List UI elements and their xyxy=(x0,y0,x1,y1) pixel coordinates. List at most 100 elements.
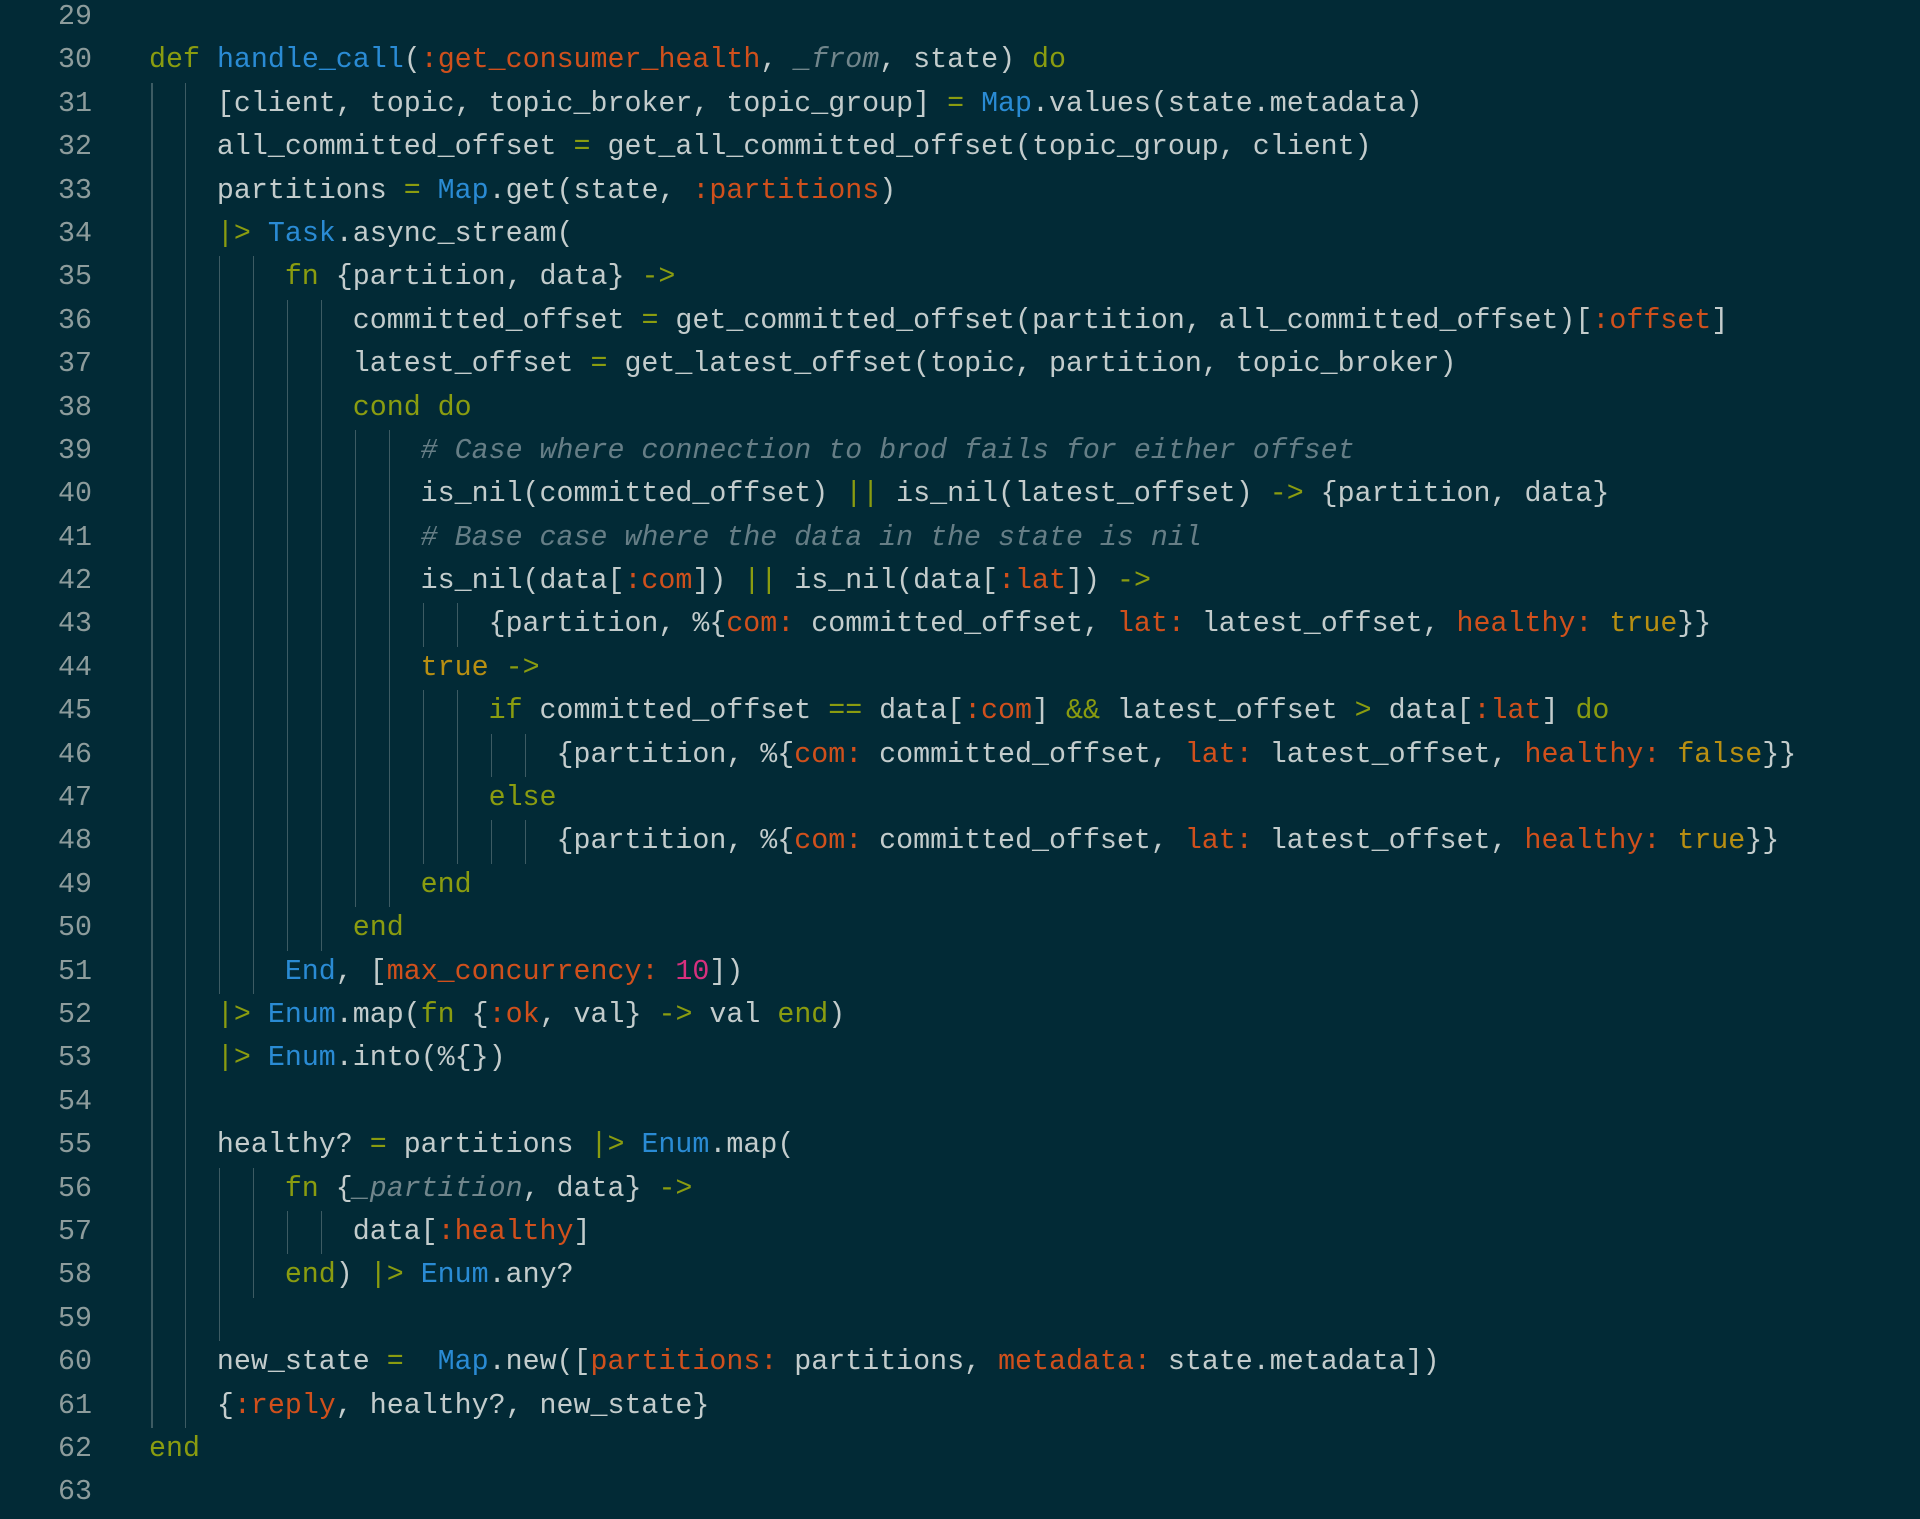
indent-guide xyxy=(354,820,357,864)
indent-guide xyxy=(184,950,187,994)
line-number: 48 xyxy=(58,825,92,858)
indent-guide xyxy=(184,1341,187,1385)
line-number: 56 xyxy=(58,1172,92,1205)
code-token: = xyxy=(403,174,421,207)
code-token: ]) xyxy=(709,955,744,988)
code-text: # Base case where the data in the state … xyxy=(421,517,1202,560)
indent-guide xyxy=(252,777,255,821)
code-line[interactable]: 34|> Task.async_stream( xyxy=(0,212,1920,257)
code-token: .async_stream( xyxy=(335,217,574,250)
code-text: all_committed_offset = get_all_committed… xyxy=(217,126,1372,169)
code-token: metadata: xyxy=(998,1346,1151,1379)
code-text: {:reply, healthy?, new_state} xyxy=(217,1385,709,1428)
indent-guide xyxy=(354,473,357,517)
indent-guide xyxy=(286,386,289,430)
code-token: committed_offset, xyxy=(862,825,1185,858)
code-token: , healthy?, new_state} xyxy=(335,1389,710,1422)
code-token xyxy=(658,956,675,988)
code-line[interactable]: 54 xyxy=(0,1080,1920,1125)
indent-guide xyxy=(184,733,187,778)
code-line[interactable]: 48{partition, %{com: committed_offset, l… xyxy=(0,820,1920,864)
indent-guide xyxy=(388,690,391,734)
indent-guide xyxy=(354,429,357,474)
indent-guide xyxy=(354,863,357,908)
code-token: healthy? xyxy=(216,1129,370,1162)
code-token xyxy=(1660,739,1677,771)
code-token: Enum xyxy=(420,1259,489,1292)
code-token: :offset xyxy=(1592,304,1712,337)
line-number: 52 xyxy=(58,998,92,1031)
code-token xyxy=(251,999,268,1031)
indent-guide xyxy=(252,516,255,561)
code-token: else xyxy=(488,782,557,815)
code-line[interactable]: 43{partition, %{com: committed_offset, l… xyxy=(0,603,1920,647)
code-token: data[ xyxy=(352,1215,438,1248)
indent-guide xyxy=(151,603,153,647)
code-token: latest_offset xyxy=(1099,695,1355,728)
code-line[interactable]: 52|> Enum.map(fn {:ok, val} -> val end) xyxy=(0,993,1920,1038)
line-number: 46 xyxy=(58,738,92,771)
code-line[interactable]: 46 {partition, %{com: committed_offset, l… xyxy=(0,733,1920,778)
code-line[interactable]: 61{:reply, healthy?, new_state} xyxy=(0,1384,1920,1428)
code-line[interactable]: 29 xyxy=(0,0,1920,39)
indent-guide xyxy=(218,777,221,821)
code-line[interactable]: 39# Case where connection to brod fails … xyxy=(0,429,1920,474)
indent-guide xyxy=(252,907,255,951)
indent-guide xyxy=(286,516,289,561)
code-token: if xyxy=(488,695,523,728)
code-line[interactable]: 41# Base case where the data in the stat… xyxy=(0,516,1920,561)
indent-guide xyxy=(218,646,221,691)
indent-guide xyxy=(320,690,323,734)
code-token: lat: xyxy=(1116,608,1185,641)
code-token: handle_call xyxy=(216,44,404,77)
indent-guide xyxy=(320,820,323,864)
code-token: :com xyxy=(964,695,1033,728)
indent-guide xyxy=(151,950,153,994)
code-text: {partition, %{com: committed_offset, lat… xyxy=(557,734,1797,777)
indent-guide xyxy=(151,473,153,517)
code-text: {partition, %{com: committed_offset, lat… xyxy=(489,603,1712,646)
code-token: false xyxy=(1677,738,1763,771)
indent-guide xyxy=(354,560,357,604)
code-token xyxy=(489,652,506,684)
code-token: { xyxy=(216,1389,234,1422)
indent-guide xyxy=(320,343,323,387)
indent-guide xyxy=(354,516,357,561)
code-line[interactable]: 31[client, topic, topic_broker, topic_gr… xyxy=(0,82,1920,127)
code-token: lat: xyxy=(1184,825,1253,858)
indent-guide xyxy=(422,690,425,734)
code-text: is_nil(data[:com]) || is_nil(data[:lat])… xyxy=(421,560,1151,603)
code-line[interactable]: 63 xyxy=(0,1471,1920,1514)
code-token: = xyxy=(369,1129,387,1162)
code-token: committed_offset xyxy=(352,304,642,337)
indent-guide xyxy=(151,169,153,213)
code-token: true xyxy=(1609,608,1678,641)
code-line[interactable]: 59 xyxy=(0,1297,1920,1342)
indent-guide xyxy=(388,646,391,691)
code-token: || xyxy=(743,565,778,598)
indent-guide xyxy=(422,777,425,821)
code-line[interactable]: 53|> Enum.into(%{}) xyxy=(0,1037,1920,1081)
